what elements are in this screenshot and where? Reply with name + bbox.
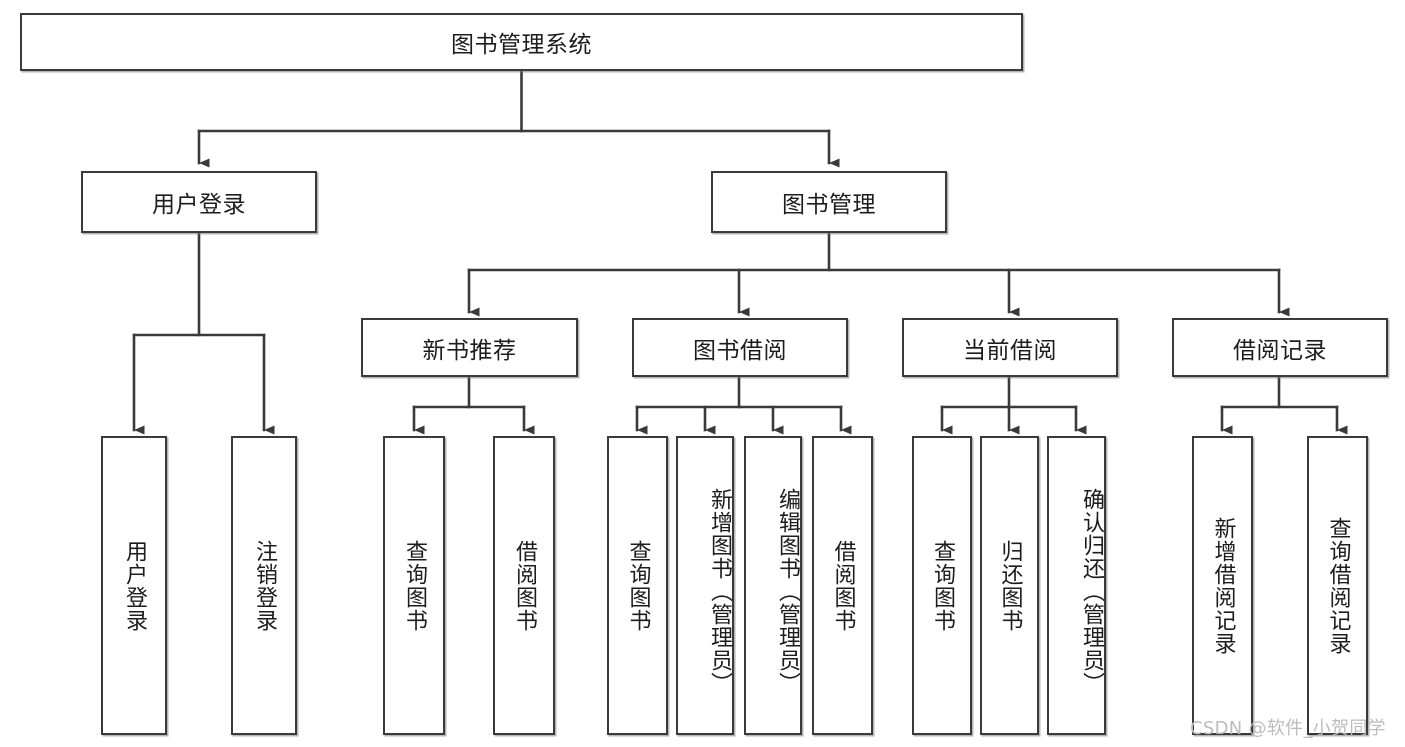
node-book-manage[interactable]: 图书管理 (711, 171, 947, 233)
leaf-query-book-3-label: 查询图书 (929, 539, 955, 632)
node-borrow-record-label: 借阅记录 (1233, 337, 1327, 364)
leaf-query-book-1[interactable]: 查询图书 (383, 436, 445, 735)
node-borrow-record[interactable]: 借阅记录 (1172, 318, 1388, 377)
node-root-label: 图书管理系统 (451, 32, 592, 58)
node-root[interactable]: 图书管理系统 (20, 13, 1023, 71)
leaf-add-record[interactable]: 新增借阅记录 (1192, 436, 1253, 735)
leaf-logout-login[interactable]: 注销登录 (231, 436, 297, 735)
leaf-query-book-2-label: 查询图书 (625, 539, 651, 632)
leaf-add-record-label: 新增借阅记录 (1210, 516, 1236, 655)
leaf-edit-book-label: 编辑图书（管理员） (775, 488, 800, 695)
leaf-confirm-return-label: 确认归还（管理员） (1079, 488, 1104, 695)
node-new-book-recommend[interactable]: 新书推荐 (361, 318, 578, 377)
node-book-borrow[interactable]: 图书借阅 (632, 318, 848, 377)
leaf-borrow-book-2-label: 借阅图书 (830, 539, 856, 632)
leaf-query-book-1-label: 查询图书 (401, 539, 427, 632)
leaf-query-record[interactable]: 查询借阅记录 (1307, 436, 1368, 735)
leaf-user-login-label: 用户登录 (121, 539, 147, 632)
leaf-return-book-label: 归还图书 (997, 539, 1023, 632)
leaf-borrow-book-1-label: 借阅图书 (511, 539, 537, 632)
leaf-borrow-book-1[interactable]: 借阅图书 (493, 436, 555, 735)
leaf-query-record-label: 查询借阅记录 (1325, 516, 1351, 655)
leaf-query-book-2[interactable]: 查询图书 (607, 436, 668, 735)
leaf-edit-book[interactable]: 编辑图书（管理员） (744, 436, 802, 735)
node-new-book-recommend-label: 新书推荐 (422, 337, 517, 364)
node-user-login[interactable]: 用户登录 (81, 171, 317, 233)
node-current-borrow[interactable]: 当前借阅 (902, 318, 1118, 377)
leaf-borrow-book-2[interactable]: 借阅图书 (812, 436, 873, 735)
leaf-user-login[interactable]: 用户登录 (101, 436, 167, 735)
node-book-manage-label: 图书管理 (782, 192, 876, 218)
node-current-borrow-label: 当前借阅 (963, 337, 1057, 364)
node-user-login-label: 用户登录 (152, 192, 246, 218)
leaf-logout-login-label: 注销登录 (251, 539, 277, 632)
leaf-add-book[interactable]: 新增图书（管理员） (676, 436, 734, 735)
leaf-add-book-label: 新增图书（管理员） (707, 488, 732, 695)
leaf-query-book-3[interactable]: 查询图书 (912, 436, 972, 735)
leaf-return-book[interactable]: 归还图书 (980, 436, 1039, 735)
node-book-borrow-label: 图书借阅 (693, 337, 787, 364)
leaf-confirm-return[interactable]: 确认归还（管理员） (1047, 436, 1106, 735)
